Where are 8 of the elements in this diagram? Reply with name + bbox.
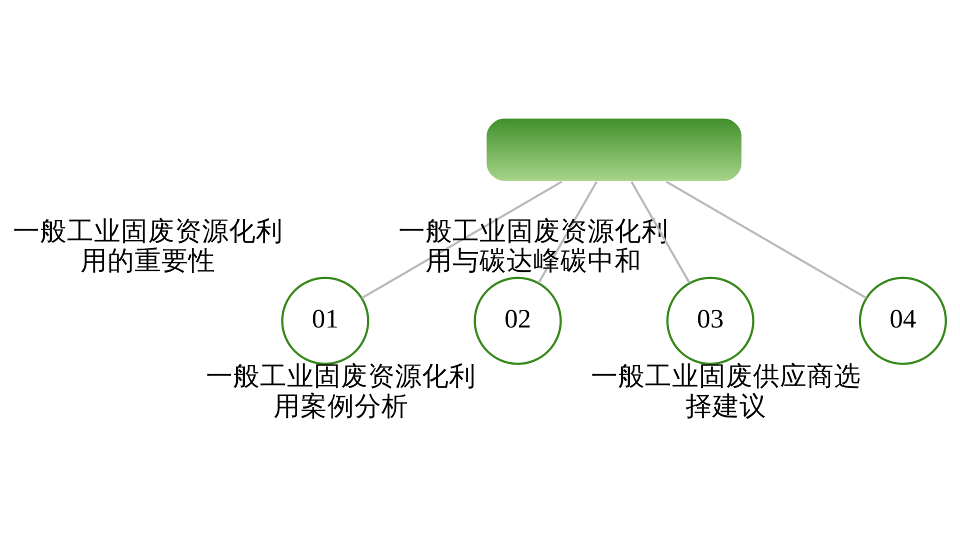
node-circle: 04 [858, 276, 947, 364]
connector [666, 180, 867, 298]
node-box [485, 116, 743, 182]
connector [538, 180, 598, 283]
connector [630, 180, 690, 283]
node-label: 一般工业固废资源化利用的重要性 [13, 215, 284, 276]
connector [361, 180, 562, 298]
node-circle: 02 [474, 276, 562, 364]
